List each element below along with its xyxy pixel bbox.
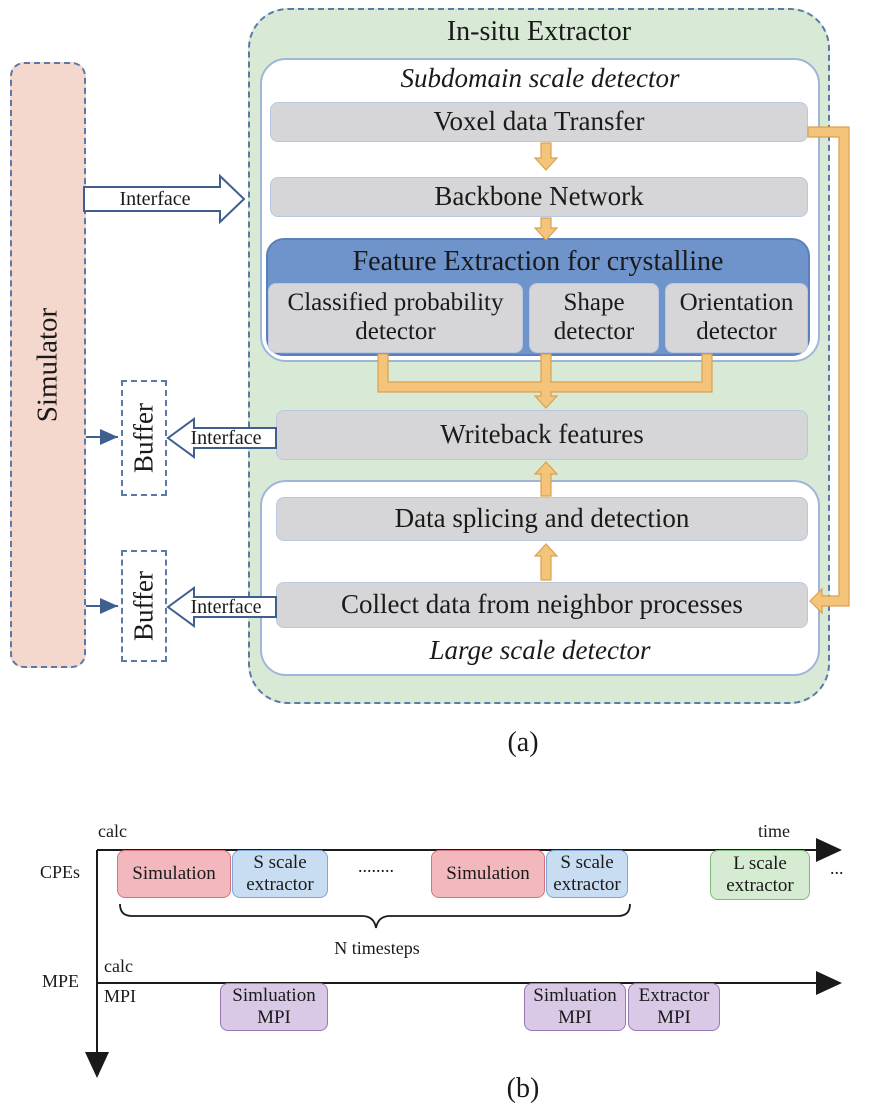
interface-arrow-in: [83, 173, 246, 225]
buffer-box-lower: Buffer: [121, 550, 167, 662]
interface-label-out-lower: Interface: [190, 595, 262, 618]
interface-arrow-out-upper: [166, 417, 277, 459]
detector-label-line: Classified probability: [287, 289, 504, 317]
detector-label-line: detector: [553, 318, 635, 345]
flow-arrow-up: [533, 461, 559, 497]
cpes-label: CPEs: [40, 862, 81, 882]
data-splicing-box: Data splicing and detection: [276, 497, 808, 541]
detector-label-line: Shape: [563, 289, 625, 317]
voxel-data-transfer-box: Voxel data Transfer: [270, 102, 808, 142]
shape-detector: Shape detector: [529, 283, 659, 353]
box-label-line: MPI: [558, 1007, 592, 1028]
interface-arrow-out-lower: [166, 586, 277, 628]
extractor-mpi-box: Extractor MPI: [628, 983, 720, 1031]
simulation-mpi-box-2: Simluation MPI: [524, 983, 626, 1031]
l-scale-extractor-box: L scale extractor: [710, 850, 810, 900]
orientation-detector: Orientation detector: [665, 283, 808, 353]
flow-arrow-down: [533, 142, 559, 171]
s-scale-extractor-box-2: S scale extractor: [546, 850, 628, 898]
box-label-line: Extractor: [638, 985, 710, 1007]
box-label-line: S scale: [560, 852, 614, 874]
n-timesteps-label: N timesteps: [334, 937, 420, 958]
large-scale-detector-title: Large scale detector: [429, 635, 651, 666]
box-label-line: Simluation: [232, 985, 316, 1007]
flow-arrow-up: [533, 543, 559, 581]
simulator-box: Simulator: [10, 62, 86, 668]
feature-extraction-title: Feature Extraction for crystalline: [352, 245, 724, 277]
classified-probability-detector: Classified probability detector: [268, 283, 523, 353]
box-label-line: S scale: [253, 852, 307, 874]
voxel-to-collect-arrow: [807, 126, 850, 615]
box-label-line: Simluation: [533, 985, 617, 1007]
detector-label-line: detector: [355, 318, 436, 345]
mpe-label: MPE: [42, 971, 80, 991]
box-label-line: extractor: [726, 875, 794, 896]
simulation-mpi-box-1: Simluation MPI: [220, 983, 328, 1031]
writeback-features-box: Writeback features: [276, 410, 808, 460]
box-label-line: MPI: [257, 1007, 291, 1028]
time-label: time: [758, 821, 790, 841]
extractor-title: In-situ Extractor: [446, 15, 632, 47]
s-scale-extractor-box-1: S scale extractor: [232, 850, 328, 898]
box-label-line: MPI: [657, 1007, 691, 1028]
calc-top-label: calc: [98, 821, 127, 841]
box-label-line: extractor: [246, 874, 314, 895]
buffer-box-upper: Buffer: [121, 380, 167, 496]
backbone-network-box: Backbone Network: [270, 177, 808, 217]
caption-b: (b): [506, 1072, 540, 1104]
trailing-dots: ...: [830, 858, 844, 878]
mpi-label: MPI: [104, 986, 137, 1006]
subdomain-detector-title: Subdomain scale detector: [400, 63, 680, 94]
simulation-box-1: Simulation: [117, 850, 231, 898]
n-timesteps-brace: [119, 903, 631, 929]
caption-a: (a): [507, 726, 539, 758]
detector-merge-arrow: [377, 353, 713, 409]
box-label-line: L scale: [733, 853, 787, 875]
collect-data-box: Collect data from neighbor processes: [276, 582, 808, 628]
flow-arrow-down: [533, 217, 559, 241]
calc-mid-label: calc: [104, 956, 133, 976]
interface-label-in: Interface: [119, 187, 191, 210]
detector-label-line: detector: [696, 318, 777, 345]
ellipsis-dots: ........: [358, 856, 394, 876]
box-label-line: extractor: [553, 874, 621, 895]
interface-label-out-upper: Interface: [190, 426, 262, 449]
detector-label-line: Orientation: [679, 289, 794, 317]
simulation-box-2: Simulation: [431, 850, 545, 898]
